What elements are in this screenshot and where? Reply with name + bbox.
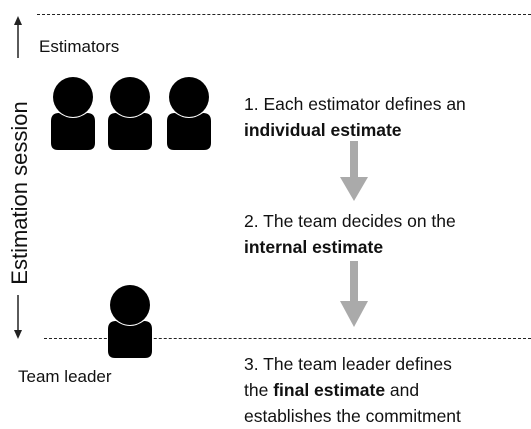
down-arrow-icon [340, 141, 368, 201]
person-icon [167, 77, 211, 150]
bottom-dashed-line [44, 338, 531, 339]
down-arrow-icon [340, 261, 368, 327]
step-3-text: 3. The team leader defines the final est… [244, 351, 461, 429]
session-down-arrow-icon [14, 295, 22, 339]
step-1-line: 1. Each estimator defines an [244, 94, 466, 114]
step-3-bold: final estimate [273, 380, 386, 400]
step-2-line: 2. The team decides on the [244, 211, 456, 231]
session-axis [14, 16, 22, 339]
session-label: Estimation session [7, 101, 32, 285]
estimators-label: Estimators [39, 37, 120, 56]
step-3-line-1: 3. The team leader defines [244, 354, 452, 374]
step-1-text: 1. Each estimator defines an individual … [244, 91, 466, 143]
team-leader-person-icon [108, 285, 152, 358]
step-1-bold: individual estimate [244, 120, 402, 140]
step-3-post-bold: and [385, 380, 420, 400]
team-leader-label: Team leader [18, 367, 112, 386]
top-dashed-line [37, 14, 531, 15]
step-3-pre-bold: the [244, 380, 274, 400]
person-icon [108, 77, 152, 150]
step-3-line-3: establishes the commitment [244, 406, 461, 426]
step-2-text: 2. The team decides on the internal esti… [244, 208, 456, 260]
session-up-arrow-icon [14, 16, 22, 58]
person-icon [51, 77, 95, 150]
step-2-bold: internal estimate [244, 237, 384, 257]
